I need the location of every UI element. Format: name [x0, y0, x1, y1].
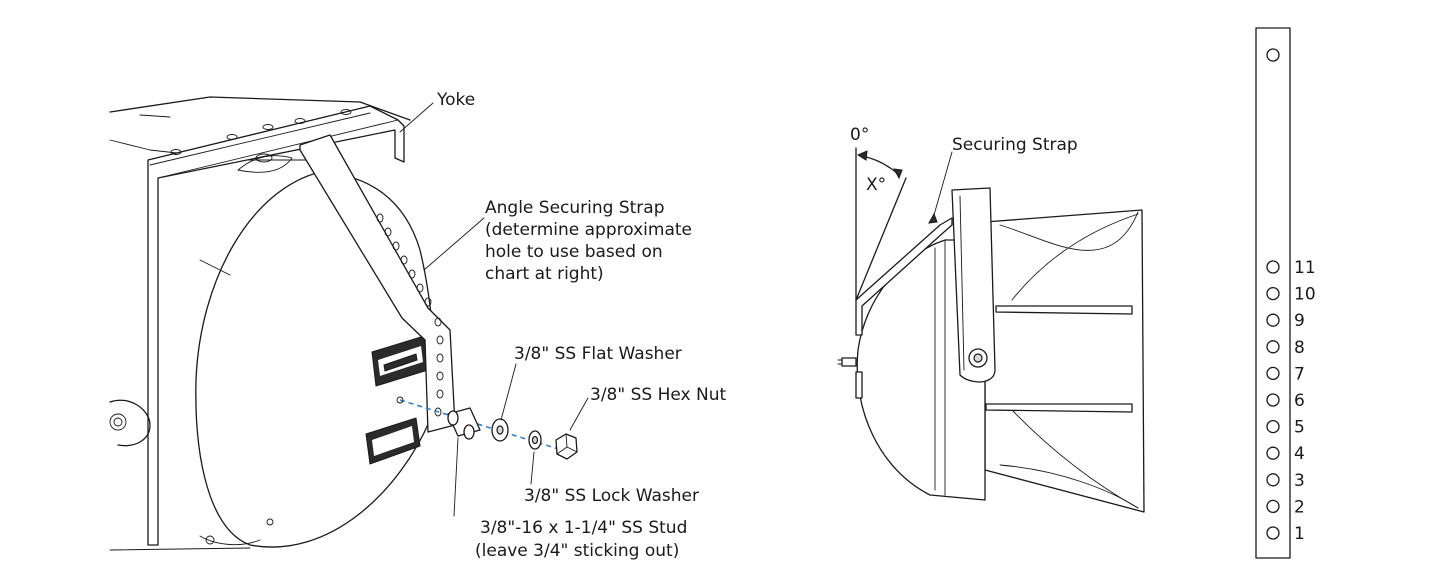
zero-degree-label: 0°: [850, 125, 869, 145]
yoke-label: Yoke: [436, 90, 475, 110]
lock-washer: [528, 430, 542, 450]
securing-strap-label: Securing Strap: [952, 135, 1078, 155]
hole-number-1: 1: [1294, 524, 1305, 544]
strap-hole-10: [1266, 286, 1280, 301]
hole-number-4: 4: [1294, 444, 1305, 464]
x-degree-reference: [855, 177, 907, 301]
side-securing-strap: [855, 217, 953, 336]
hole-chart-strap: [1255, 27, 1291, 559]
angle-strap-leader: [423, 217, 485, 271]
strap-hole-7: [1266, 366, 1280, 381]
flat-washer-leader: [500, 363, 517, 421]
hole-rows: 11 10 9 8 7 6 5 4 3 2 1: [1266, 258, 1316, 544]
stud-leader: [453, 437, 459, 517]
x-degree-label: X°: [866, 175, 886, 195]
flat-washer-label: 3/8" SS Flat Washer: [514, 344, 682, 364]
top-hole: [1266, 48, 1280, 62]
stud-label: 3/8"-16 x 1-1/4" SS Stud (leave 3/4" sti…: [475, 518, 693, 561]
hex-nut-label: 3/8" SS Hex Nut: [590, 385, 726, 405]
lock-washer-leader: [530, 451, 535, 485]
hole-number-2: 2: [1294, 497, 1305, 517]
hole-number-7: 7: [1294, 364, 1305, 384]
securing-strap-leader: [931, 151, 953, 223]
strap-holes: [376, 213, 444, 417]
flat-washer: [491, 418, 509, 442]
speaker-side-view: 0° X° Securing Strap: [837, 125, 1145, 513]
hole-number-6: 6: [1294, 391, 1305, 411]
hole-number-3: 3: [1294, 471, 1305, 491]
lock-washer-label: 3/8" SS Lock Washer: [524, 486, 699, 506]
strap-hole-5: [1266, 419, 1280, 434]
hex-nut: [555, 433, 578, 460]
speaker-exploded-view: Yoke Angle Securing Strap (determine app…: [109, 90, 726, 561]
yoke-frame: [147, 105, 405, 546]
hole-number-11: 11: [1294, 258, 1316, 278]
strap-hole-3: [1266, 473, 1280, 487]
yoke-holes: [170, 109, 352, 155]
strap-hole-9: [1266, 313, 1280, 327]
strap-hole-8: [1266, 340, 1280, 354]
hole-number-8: 8: [1294, 338, 1305, 358]
strap-hole-1: [1266, 526, 1280, 540]
strap-hole-4: [1266, 446, 1280, 460]
ss-stud: [447, 407, 481, 440]
hole-number-5: 5: [1294, 418, 1305, 438]
hex-nut-leader: [569, 397, 589, 431]
strap-hole-2: [1266, 499, 1280, 514]
angle-strap-label: Angle Securing Strap (determine approxim…: [485, 198, 697, 284]
angle-arc: [861, 155, 899, 175]
hole-number-9: 9: [1294, 311, 1305, 331]
strap-hole-11: [1266, 260, 1280, 274]
hole-number-10: 10: [1294, 285, 1316, 305]
yoke-leader: [399, 102, 434, 133]
horn: [984, 209, 1145, 513]
hole-chart: 11 10 9 8 7 6 5 4 3 2 1: [1255, 27, 1316, 559]
strap-hole-6: [1266, 393, 1280, 407]
